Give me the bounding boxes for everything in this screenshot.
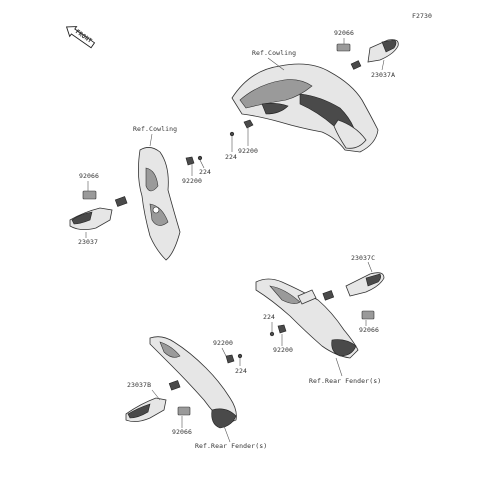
callout-224-top: 224 xyxy=(225,153,238,161)
bracket-92066-right-icon xyxy=(361,310,375,320)
ref-rear-fender-right: Ref.Rear Fender(s) xyxy=(309,377,382,385)
callout-224-left: 224 xyxy=(199,168,212,176)
clip-92200-right-icon xyxy=(277,324,287,334)
callout-23037B: 23037B xyxy=(127,381,152,389)
cowling-assembly-icon xyxy=(231,63,379,153)
turn-signal-23037A-icon xyxy=(350,39,399,70)
rear-fender-right-icon xyxy=(255,278,359,359)
callout-92200-bottom: 92200 xyxy=(213,339,234,347)
front-arrow-icon xyxy=(65,26,96,49)
callout-23037: 23037 xyxy=(78,238,99,246)
rear-fender-bottom-icon xyxy=(149,336,237,429)
screw-224-top-icon xyxy=(229,131,235,137)
callout-92066-left: 92066 xyxy=(79,172,100,180)
turn-signal-23037-icon xyxy=(69,196,128,230)
ref-cowling-top: Ref.Cowling xyxy=(252,49,297,57)
ref-cowling-left: Ref.Cowling xyxy=(133,125,178,133)
callout-92200-top: 92200 xyxy=(238,147,259,155)
turn-signal-23037B-icon xyxy=(125,380,181,422)
callout-92200-left: 92200 xyxy=(182,177,203,185)
screw-224-bottom-icon xyxy=(237,353,243,359)
callout-23037C: 23037C xyxy=(351,254,376,262)
callout-224-right: 224 xyxy=(263,313,276,321)
callout-92066-right: 92066 xyxy=(359,326,380,334)
callout-92066-bottom: 92066 xyxy=(172,428,193,436)
callout-23037A: 23037A xyxy=(371,71,396,79)
callout-224-bottom: 224 xyxy=(235,367,248,375)
clip-92200-top-icon xyxy=(243,119,254,129)
bracket-92066-bottom-icon xyxy=(177,406,191,416)
diagram-id: F2730 xyxy=(412,12,433,20)
left-cowling-bracket-icon xyxy=(138,147,181,261)
callout-92066-top: 92066 xyxy=(334,29,355,37)
callout-92200-right: 92200 xyxy=(273,346,294,354)
bracket-92066-top-icon xyxy=(336,43,351,52)
bracket-92066-left-icon xyxy=(82,190,97,200)
clip-92200-left-icon xyxy=(185,156,195,166)
screw-224-left-icon xyxy=(197,155,203,161)
ref-rear-fender-bottom: Ref.Rear Fender(s) xyxy=(195,442,268,450)
leader-lines xyxy=(85,38,385,443)
turn-signal-23037C-icon xyxy=(322,272,385,301)
clip-92200-bottom-icon xyxy=(225,354,235,364)
